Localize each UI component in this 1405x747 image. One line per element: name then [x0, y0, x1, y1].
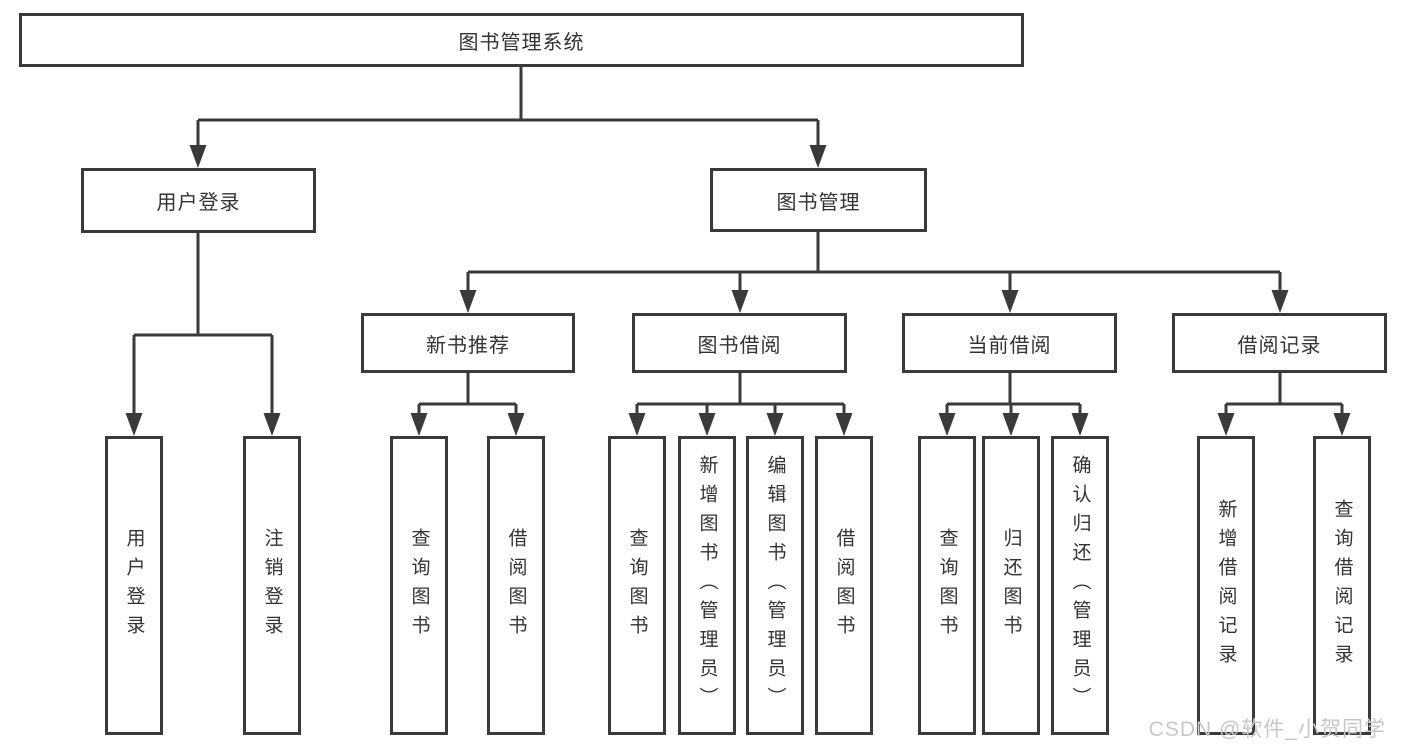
node-borrow-records: 借阅记录 [1172, 313, 1387, 373]
node-borrow-records-label: 借阅记录 [1237, 334, 1322, 357]
arrowheads [125, 145, 1351, 436]
leaf-recommend-query-books: 查询图书 [390, 436, 448, 735]
leaf-edit-books-admin: 编辑图书（管理员） [746, 436, 804, 735]
leaf-confirm-return-admin-label: 确认归还（管理员） [1069, 455, 1091, 716]
node-user-login: 用户登录 [81, 168, 316, 233]
leaf-logout-label: 注销登录 [261, 527, 283, 644]
node-new-book-recommend-label: 新书推荐 [426, 334, 510, 357]
node-current-borrow-label: 当前借阅 [967, 334, 1052, 357]
node-root-system: 图书管理系统 [19, 13, 1024, 67]
node-user-login-label: 用户登录 [156, 192, 241, 214]
node-book-borrow-label: 图书借阅 [697, 334, 782, 357]
leaf-add-borrow-record-label: 新增借阅记录 [1215, 498, 1237, 673]
leaf-query-borrow-record-label: 查询借阅记录 [1331, 498, 1353, 673]
leaf-query-borrow-record: 查询借阅记录 [1313, 436, 1371, 735]
leaf-borrow-query-books: 查询图书 [608, 436, 666, 735]
leaf-borrow-query-books-label: 查询图书 [626, 527, 648, 644]
leaf-add-borrow-record: 新增借阅记录 [1197, 436, 1255, 735]
leaf-current-query-books: 查询图书 [918, 436, 976, 735]
leaf-add-books-admin-label: 新增图书（管理员） [696, 455, 718, 716]
leaf-confirm-return-admin: 确认归还（管理员） [1051, 436, 1109, 735]
leaf-borrow-books: 借阅图书 [815, 436, 873, 735]
leaf-recommend-query-books-label: 查询图书 [408, 527, 430, 644]
node-book-management: 图书管理 [710, 168, 927, 232]
node-book-management-label: 图书管理 [776, 191, 861, 214]
leaf-add-books-admin: 新增图书（管理员） [678, 436, 736, 735]
node-current-borrow: 当前借阅 [902, 313, 1117, 373]
leaf-user-login-label: 用户登录 [123, 527, 145, 644]
leaf-borrow-books-label: 借阅图书 [833, 527, 855, 644]
leaf-current-query-books-label: 查询图书 [936, 527, 958, 644]
node-book-borrow: 图书借阅 [632, 313, 847, 373]
node-new-book-recommend: 新书推荐 [361, 313, 575, 373]
leaf-return-books: 归还图书 [982, 436, 1040, 735]
leaf-edit-books-admin-label: 编辑图书（管理员） [764, 455, 786, 716]
leaf-recommend-borrow-books-label: 借阅图书 [505, 527, 527, 644]
connector-paths [132, 67, 1344, 418]
leaf-logout: 注销登录 [243, 436, 301, 735]
leaf-recommend-borrow-books: 借阅图书 [487, 436, 545, 735]
leaf-return-books-label: 归还图书 [1000, 527, 1022, 644]
leaf-user-login: 用户登录 [105, 436, 163, 735]
node-root-system-label: 图书管理系统 [458, 31, 585, 54]
